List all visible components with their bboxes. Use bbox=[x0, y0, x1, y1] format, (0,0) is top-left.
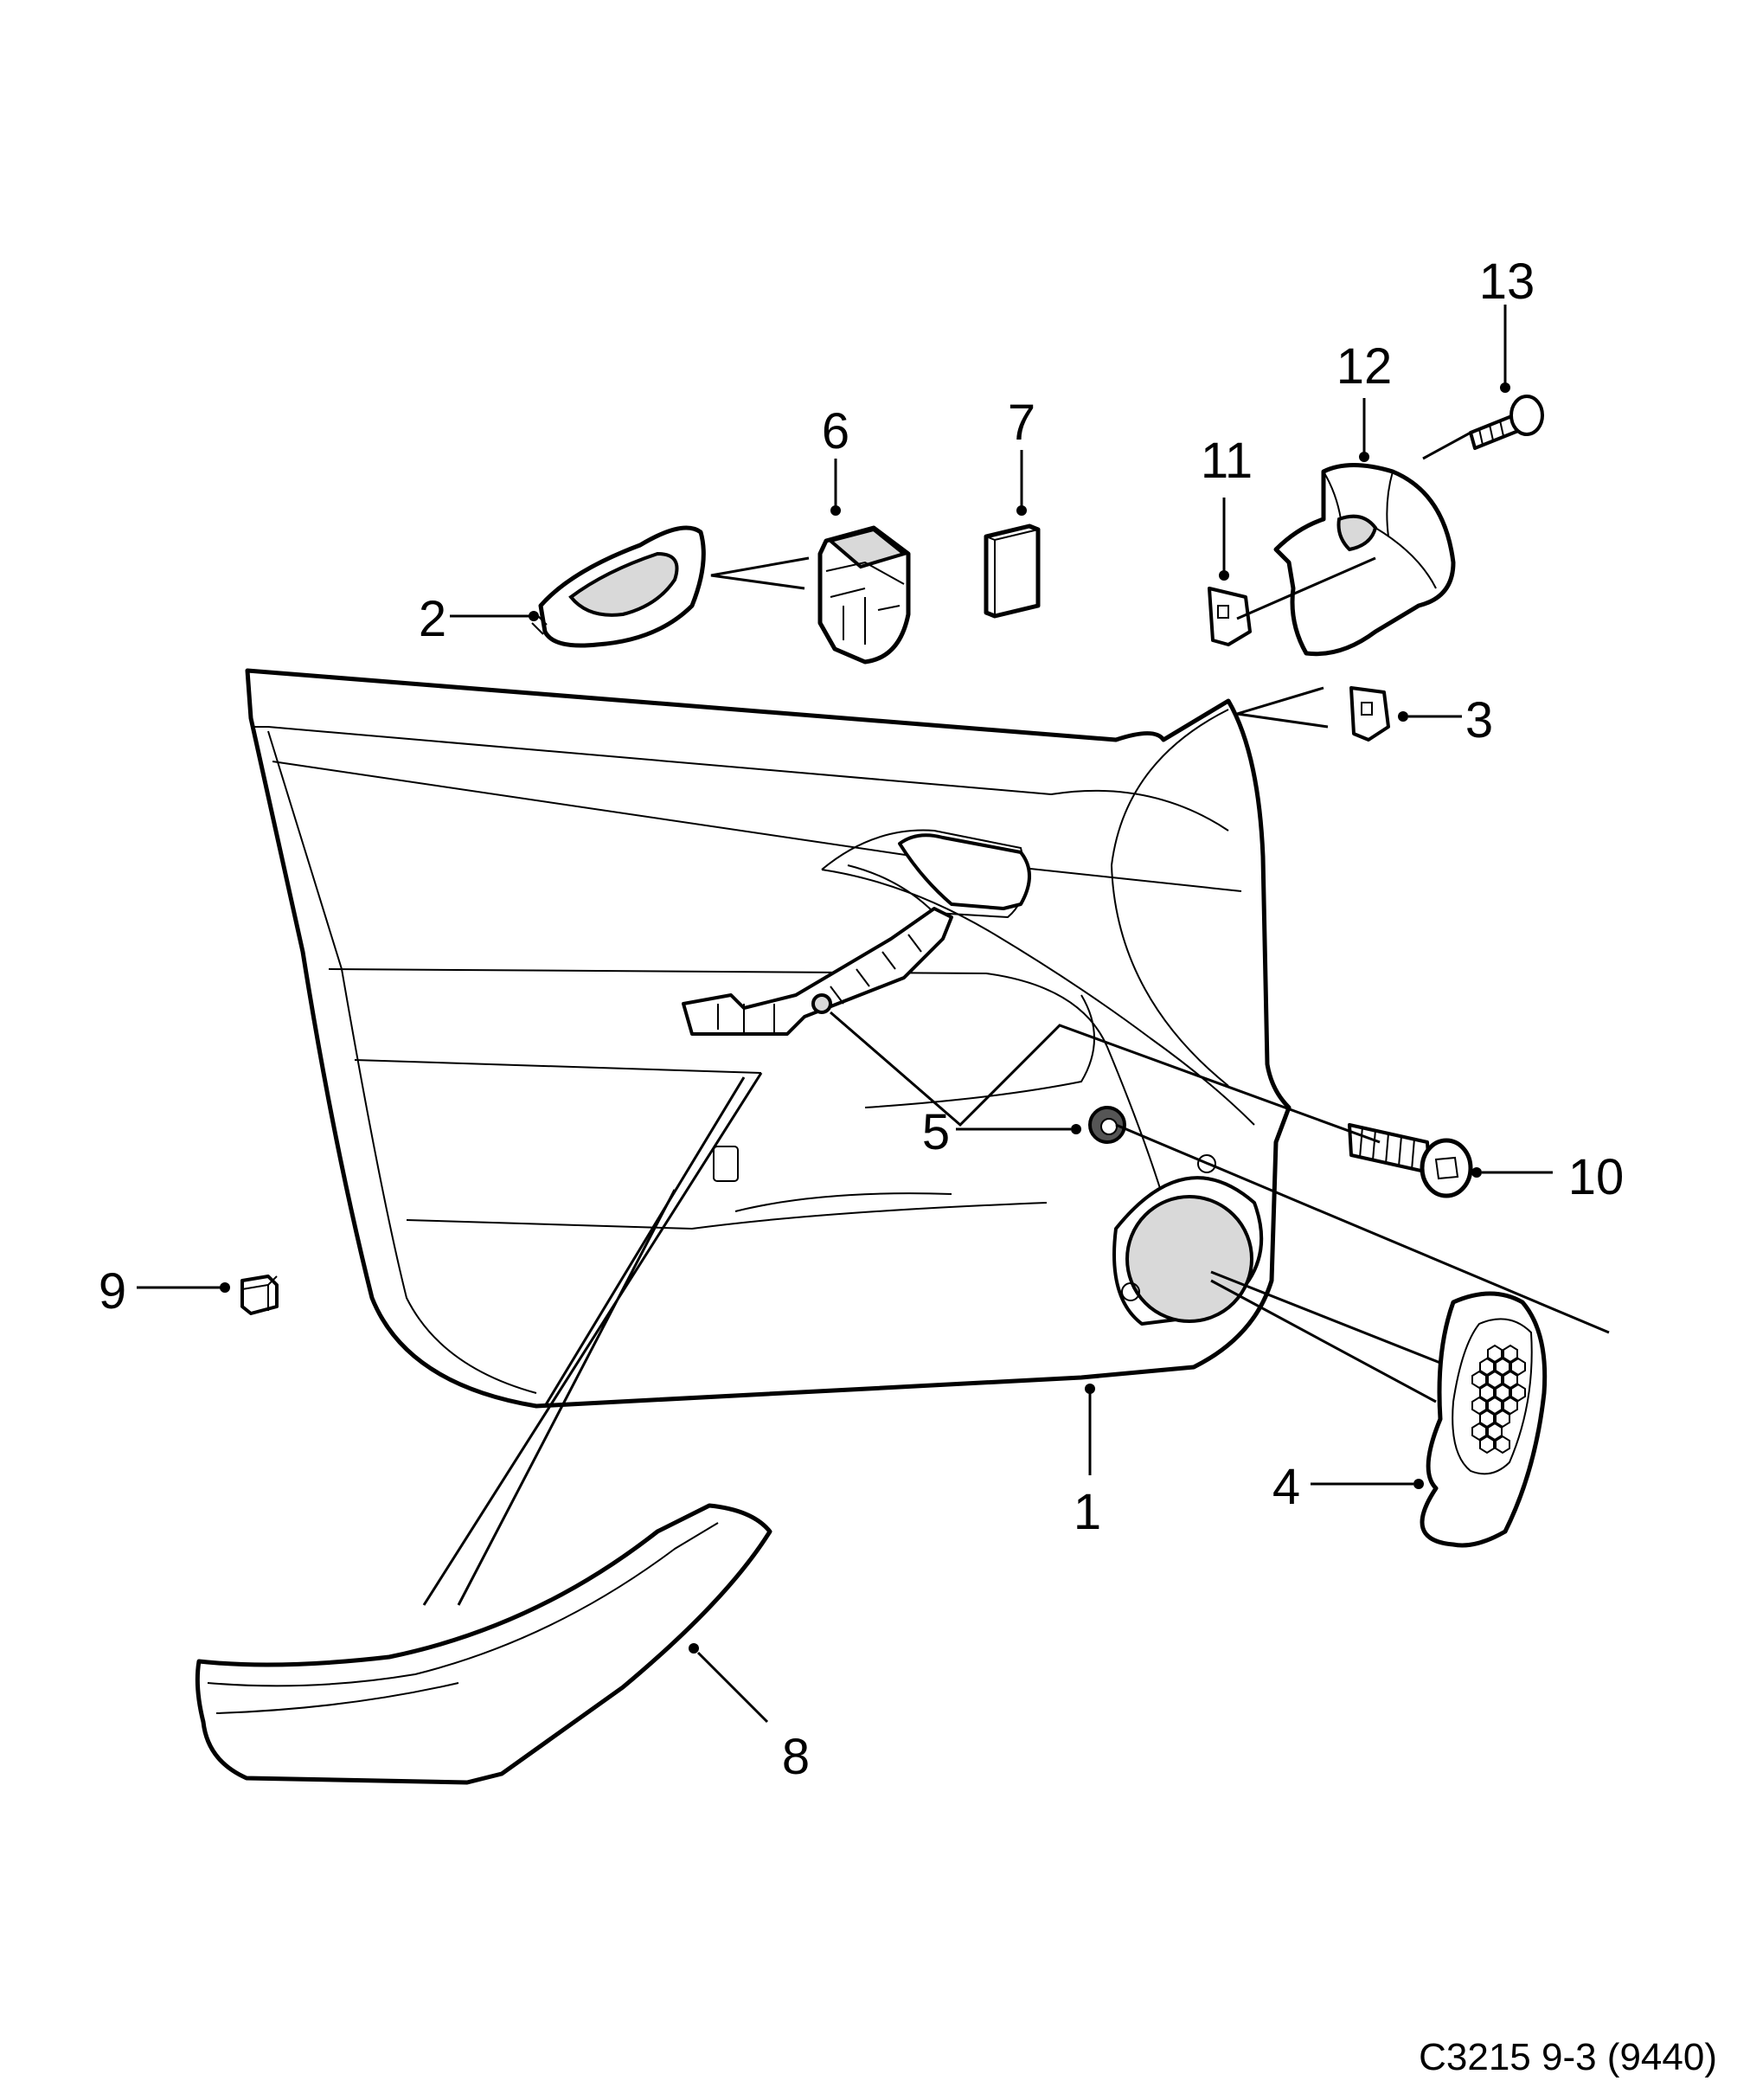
callout-4: 4 bbox=[1272, 1459, 1300, 1515]
mirror-trim-cover bbox=[1273, 463, 1456, 657]
figure-code: C3215 9-3 (9440) bbox=[1419, 2036, 1717, 2078]
callout-6: 6 bbox=[822, 403, 849, 459]
clip-9 bbox=[240, 1275, 279, 1315]
callout-11: 11 bbox=[1201, 433, 1253, 489]
nut-5 bbox=[1088, 1106, 1126, 1144]
callout-7: 7 bbox=[1008, 395, 1035, 451]
door-trim-panel bbox=[245, 668, 1292, 1409]
clip-11 bbox=[1208, 587, 1252, 646]
callout-3: 3 bbox=[1465, 692, 1493, 748]
callout-1: 1 bbox=[1074, 1484, 1101, 1540]
speaker-grille bbox=[1420, 1291, 1548, 1548]
callout-8: 8 bbox=[782, 1729, 810, 1785]
assembly-lines bbox=[422, 431, 1610, 1606]
callout-labels: 1 2 3 4 5 6 7 8 9 10 11 12 13 bbox=[99, 254, 1624, 1785]
window-switch bbox=[817, 525, 911, 665]
foam-pad bbox=[984, 523, 1041, 619]
screw-13 bbox=[1469, 395, 1544, 450]
callout-5: 5 bbox=[922, 1104, 950, 1160]
callout-2: 2 bbox=[419, 591, 446, 647]
callout-9: 9 bbox=[99, 1263, 126, 1320]
armrest-trim bbox=[195, 1503, 772, 1785]
clip-3 bbox=[1349, 686, 1390, 742]
callout-12: 12 bbox=[1336, 338, 1393, 395]
callout-13: 13 bbox=[1479, 254, 1535, 310]
bolt-10 bbox=[1348, 1123, 1473, 1198]
callout-10: 10 bbox=[1568, 1149, 1625, 1205]
callout-leaders bbox=[137, 305, 1553, 1724]
door-handle bbox=[531, 525, 706, 648]
